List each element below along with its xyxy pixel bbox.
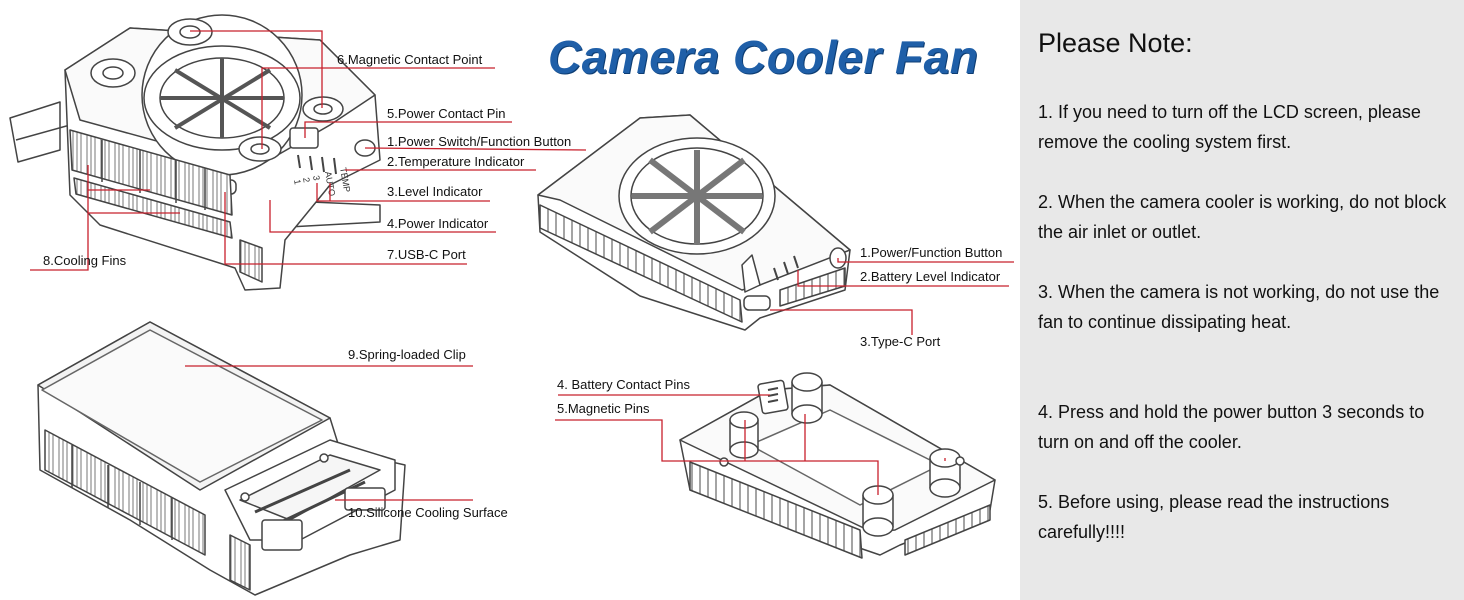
marking-1: 1 — [292, 179, 303, 186]
label-battery-level-indicator: 2.Battery Level Indicator — [860, 269, 1001, 284]
callout-line-power-indicator — [269, 200, 496, 233]
label-battery-contact-pins: 4. Battery Contact Pins — [557, 377, 690, 392]
device-bottom-left — [37, 321, 406, 596]
callout-line-magnetic-contact — [190, 30, 495, 149]
callout-line-battery-level — [797, 270, 1009, 287]
device-top-right — [537, 114, 851, 331]
label-type-c-port: 3.Type-C Port — [860, 334, 941, 349]
label-power-switch: 1.Power Switch/Function Button — [387, 134, 572, 149]
device-bottom-right — [679, 372, 996, 559]
label-temperature-indicator: 2.Temperature Indicator — [387, 154, 525, 169]
callout-line-level — [316, 183, 490, 202]
label-magnetic-contact-point: 6.Magnetic Contact Point — [337, 52, 483, 67]
label-power-indicator: 4.Power Indicator — [387, 216, 489, 231]
label-spring-loaded-clip: 9.Spring-loaded Clip — [348, 347, 466, 362]
label-silicone-cooling-surface: 10.Silicone Cooling Surface — [348, 505, 508, 520]
note-item-2: 2. When the camera cooler is working, do… — [1038, 192, 1447, 242]
marking-temp: TEMP — [338, 167, 352, 193]
note-heading: Please Note: — [1038, 28, 1193, 58]
marking-3: 3 — [311, 175, 322, 182]
callout-line-power-function — [837, 258, 1014, 263]
callout-line-power-switch — [364, 147, 587, 151]
note-item-5: 5. Before using, please read the instruc… — [1038, 492, 1390, 542]
callout-line-type-c — [770, 309, 913, 335]
label-usb-c-port: 7.USB-C Port — [387, 247, 466, 262]
callout-line-power-contact-pin — [304, 121, 512, 138]
marking-2: 2 — [301, 177, 312, 184]
label-level-indicator: 3.Level Indicator — [387, 184, 483, 199]
callout-lines — [30, 30, 1014, 501]
label-power-function-button: 1.Power/Function Button — [860, 245, 1003, 260]
note-panel: Please Note: 1. If you need to turn off … — [1020, 0, 1464, 600]
device-top-left — [9, 14, 381, 291]
note-item-4: 4. Press and hold the power button 3 sec… — [1038, 402, 1425, 452]
note-item-1: 1. If you need to turn off the LCD scree… — [1038, 102, 1421, 152]
callout-line-usb-c — [224, 192, 467, 265]
label-cooling-fins: 8.Cooling Fins — [43, 253, 127, 268]
product-diagram: TEMP AUTO 3 2 1 — [9, 14, 1014, 596]
callout-line-magnetic-pins — [555, 414, 946, 495]
callout-line-cooling-fins — [30, 165, 180, 271]
page-title: Camera Cooler Fan — [548, 31, 979, 83]
note-item-3: 3. When the camera is not working, do no… — [1038, 282, 1440, 332]
label-magnetic-pins: 5.Magnetic Pins — [557, 401, 650, 416]
label-power-contact-pin: 5.Power Contact Pin — [387, 106, 506, 121]
